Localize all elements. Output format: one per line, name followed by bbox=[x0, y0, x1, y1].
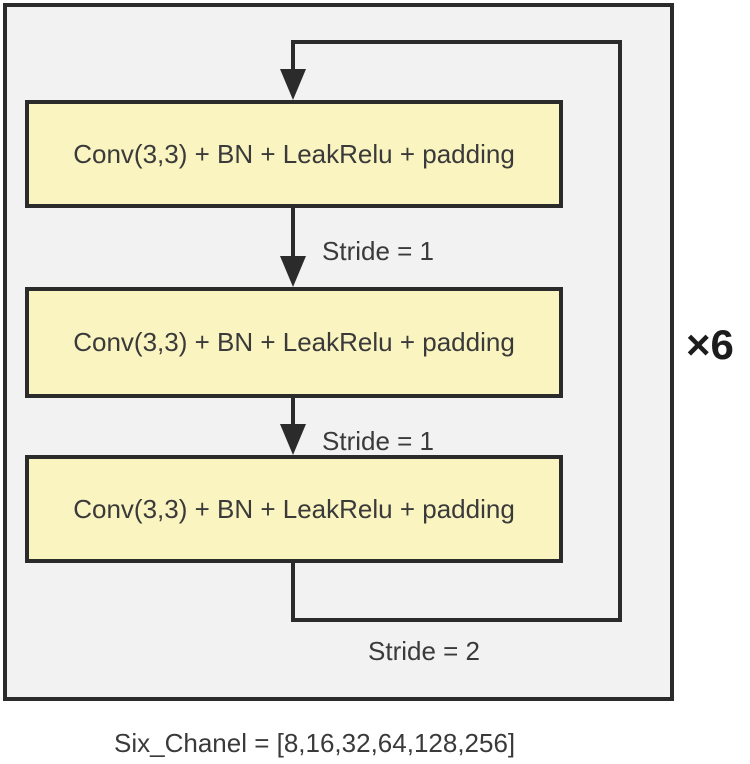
conv-block-2: Conv(3,3) + BN + LeakRelu + padding bbox=[25, 287, 563, 398]
entry-arrow-line bbox=[291, 42, 295, 72]
repeat-count-label: ×6 bbox=[686, 321, 734, 368]
loop-bottom-line bbox=[291, 618, 622, 622]
conv-block-2-label: Conv(3,3) + BN + LeakRelu + padding bbox=[73, 327, 515, 357]
conv-block-3: Conv(3,3) + BN + LeakRelu + padding bbox=[25, 455, 563, 563]
edge-2-line bbox=[291, 396, 295, 426]
edge-3-line bbox=[291, 561, 295, 620]
edge-3-label: Stride = 2 bbox=[368, 636, 481, 666]
arrow-down-icon bbox=[280, 424, 306, 455]
loop-right-line bbox=[618, 40, 622, 622]
arrow-down-icon bbox=[280, 256, 306, 287]
conv-block-1-label: Conv(3,3) + BN + LeakRelu + padding bbox=[73, 138, 515, 169]
arrow-down-icon bbox=[280, 69, 306, 100]
channel-list-caption: Six_Chanel = [8,16,32,64,128,256] bbox=[114, 728, 516, 758]
edge-1-label: Stride = 1 bbox=[322, 236, 435, 266]
edge-2-label: Stride = 1 bbox=[322, 426, 435, 456]
edge-1-line bbox=[291, 206, 295, 258]
conv-block-1: Conv(3,3) + BN + LeakRelu + padding bbox=[25, 100, 563, 208]
conv-block-3-label: Conv(3,3) + BN + LeakRelu + padding bbox=[73, 493, 515, 524]
loop-top-line bbox=[291, 40, 622, 44]
